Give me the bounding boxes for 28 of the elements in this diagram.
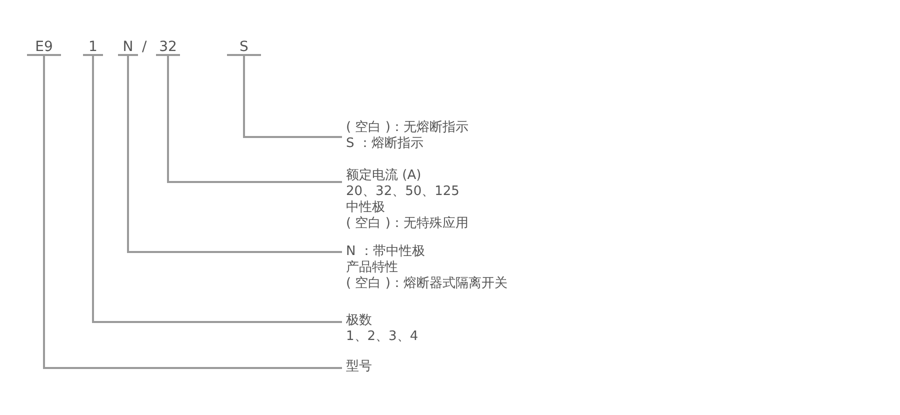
code-segment [156, 38, 180, 56]
code-segment [27, 38, 61, 56]
connector-line [43, 56, 342, 369]
description-text: ( 空白 )：无特殊应用 [346, 216, 468, 232]
code-segment [83, 38, 103, 56]
description-text: 额定电流 (A) [346, 168, 422, 184]
separator-text: / [142, 38, 147, 56]
code-text: E9 [35, 38, 53, 56]
code-segment [118, 38, 138, 56]
connector-line [243, 56, 342, 138]
connector-line [127, 56, 342, 253]
description-text: S ：熔断指示 [346, 136, 424, 152]
description-text: 20、32、50、125 [346, 184, 460, 200]
description-text: 1、2、3、4 [346, 329, 418, 345]
description-text: 产品特性 [346, 260, 399, 276]
description-text: ( 空白 )：熔断器式隔离开关 [346, 276, 508, 292]
connector-line [92, 56, 342, 323]
description-text: ( 空白 )：无熔断指示 [346, 120, 468, 136]
code-text: S [240, 38, 248, 56]
code-segment [227, 38, 261, 56]
code-text: N [122, 38, 134, 56]
code-text: 1 [88, 38, 98, 56]
description-text: 中性极 [346, 200, 386, 216]
description-text: N ：带中性极 [346, 244, 426, 260]
description-text: 极数 [346, 313, 373, 329]
description-text: 型号 [346, 359, 372, 375]
code-text: 32 [159, 38, 177, 56]
connector-line [167, 56, 342, 183]
